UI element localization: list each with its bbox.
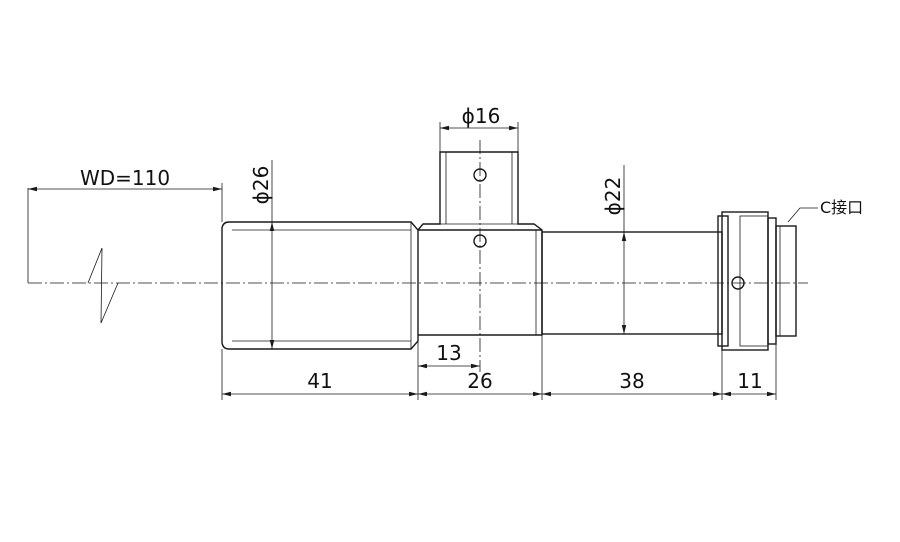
dim-length-26: 26 [418,369,542,397]
length-mount-label: 11 [737,369,762,393]
dim-length-11: 11 [722,369,776,397]
length-block-label: 26 [467,369,492,393]
dim-length-41: 41 [222,369,418,397]
dim-diameter-front: ϕ26 [249,160,275,349]
screw-hole-icon [731,276,745,290]
length-front-label: 41 [307,369,332,393]
diameter-rear-label: ϕ22 [601,177,625,216]
mount-block [417,140,543,372]
front-barrel [221,221,419,350]
mount-callout-label: C接口 [820,198,863,217]
extension-lines [221,335,777,400]
diameter-front-label: ϕ26 [249,166,273,205]
offset-label: 13 [436,341,461,365]
dim-working-distance: WD=110 [28,166,223,222]
mount-callout: C接口 [787,198,863,223]
length-rear-label: 38 [619,369,644,393]
c-mount [717,211,797,351]
working-distance-break [27,188,119,324]
diameter-block-label: ϕ16 [462,104,501,128]
wd-label: WD=110 [80,166,170,190]
dim-length-38: 38 [542,369,722,397]
dim-diameter-rear: ϕ22 [601,165,627,334]
dim-offset-13: 13 [418,341,480,369]
dim-diameter-block: ϕ16 [439,104,519,152]
